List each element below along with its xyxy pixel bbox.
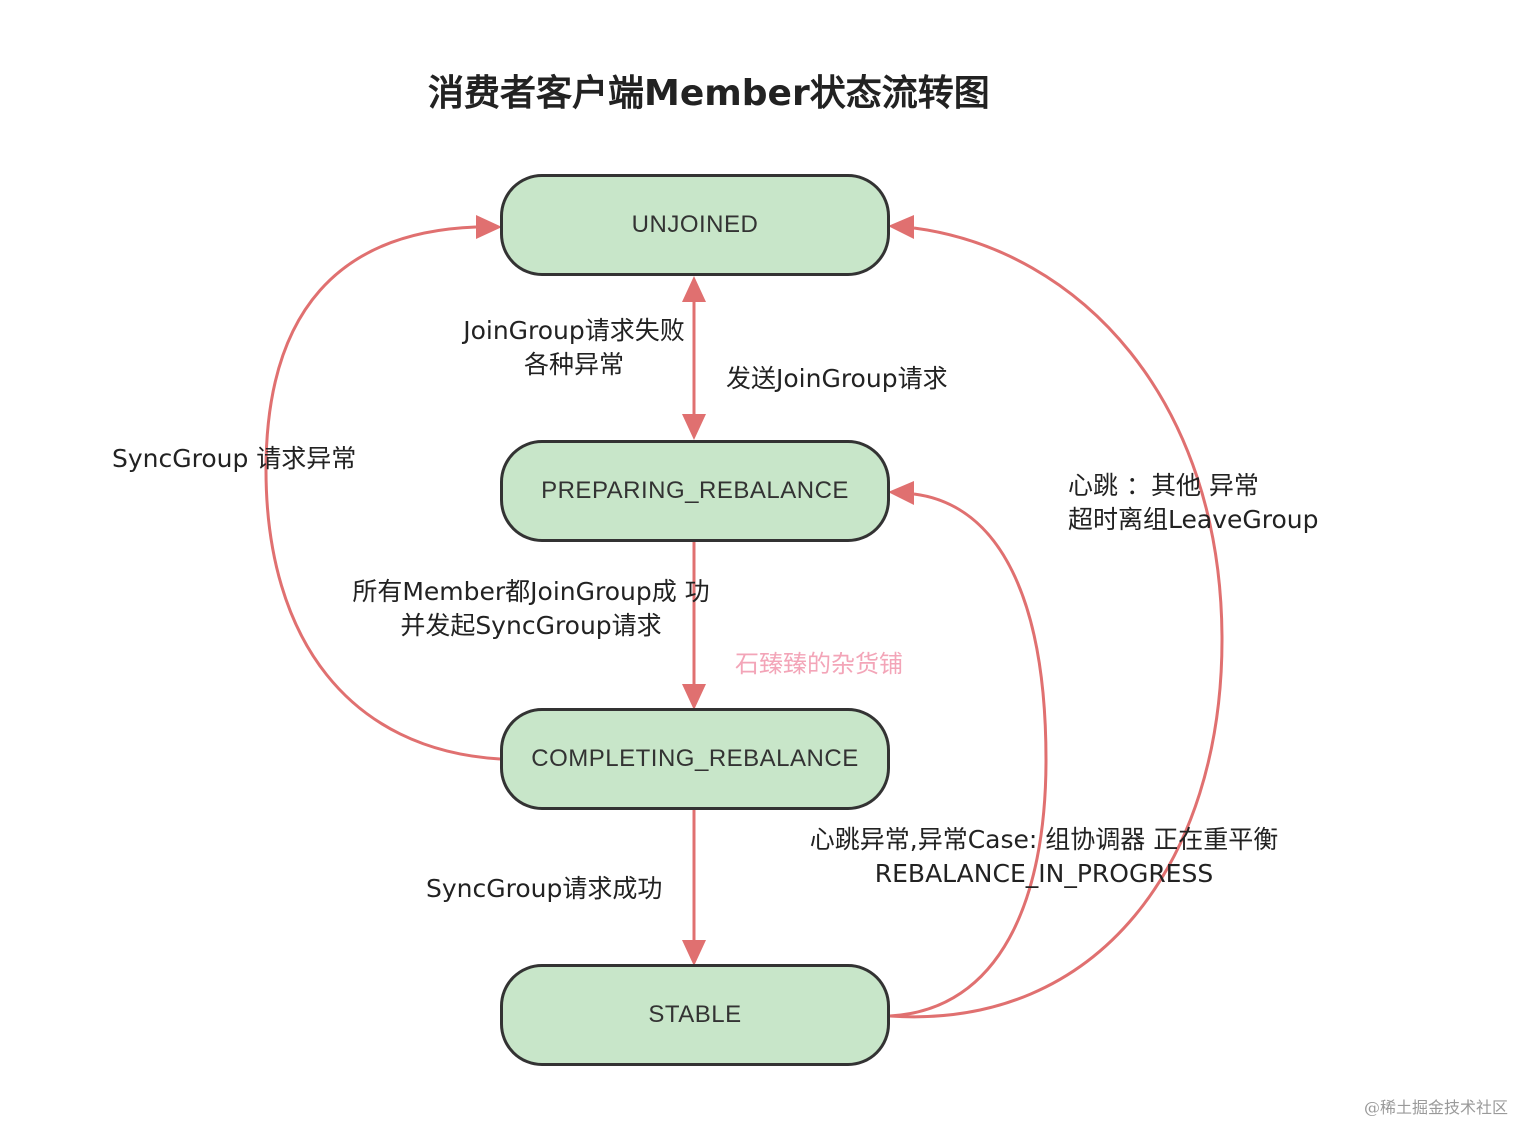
label-sync-success: SyncGroup请求成功 — [426, 874, 663, 903]
label-heartbeat-other: 心跳 ：其他 异常 超时离组LeaveGroup — [1068, 469, 1318, 537]
arrowhead-to-completing — [682, 684, 706, 710]
label-send-join: 发送JoinGroup请求 — [726, 364, 948, 393]
arrow-completing-unjoined — [264, 225, 501, 761]
state-preparing-rebalance: PREPARING_REBALANCE — [500, 440, 890, 542]
watermark-text: 石臻臻的杂货铺 — [735, 650, 903, 678]
label-heartbeat-rebalance-line2: REBALANCE_IN_PROGRESS — [874, 859, 1214, 888]
arrowhead-left-to-unjoined — [476, 215, 502, 239]
state-completing-rebalance: COMPLETING_REBALANCE — [500, 708, 890, 810]
arrowhead-to-unjoined — [682, 276, 706, 302]
label-heartbeat-rebalance: 心跳异常,异常Case: 组协调器 正在重平衡 REBALANCE_IN_PRO… — [782, 823, 1306, 891]
label-join-fail-line1: JoinGroup请求失败 — [463, 316, 685, 345]
label-heartbeat-rebalance-line1: 心跳异常,异常Case: 组协调器 正在重平衡 — [809, 825, 1279, 854]
state-stable: STABLE — [500, 964, 890, 1066]
arrowhead-right-to-preparing — [888, 481, 914, 505]
label-heartbeat-other-line1: 心跳 ：其他 异常 — [1068, 471, 1259, 500]
label-sync-error: SyncGroup 请求异常 — [112, 444, 357, 473]
label-join-fail: JoinGroup请求失败 各种异常 — [458, 314, 690, 382]
arrow-stable-preparing — [889, 492, 1048, 1018]
diagram-title: 消费者客户端Member状态流转图 — [428, 73, 990, 114]
label-heartbeat-other-line2: 超时离组LeaveGroup — [1068, 505, 1319, 534]
arrowhead-to-stable — [682, 940, 706, 966]
label-all-joined-line1: 所有Member都JoinGroup成 功 — [352, 577, 710, 606]
label-join-fail-line2: 各种异常 — [523, 350, 624, 379]
arrow-stable-unjoined — [889, 226, 1224, 1019]
footer-credit: @稀土掘金技术社区 — [1363, 1098, 1508, 1117]
arrowhead-right-to-unjoined — [888, 215, 914, 239]
arrowhead-to-preparing — [682, 414, 706, 440]
label-all-joined-line2: 并发起SyncGroup请求 — [400, 611, 662, 640]
label-all-joined: 所有Member都JoinGroup成 功 并发起SyncGroup请求 — [326, 575, 736, 643]
state-unjoined: UNJOINED — [500, 174, 890, 276]
